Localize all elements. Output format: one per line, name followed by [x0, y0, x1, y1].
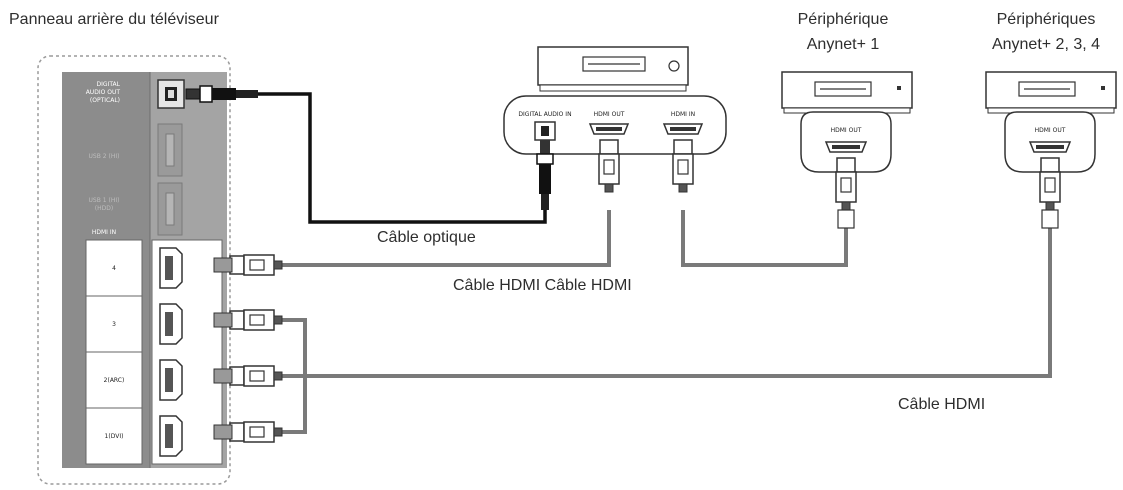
tv-hdmi-socket-4 [159, 247, 183, 289]
anynet234-device: HDMI OUT [985, 71, 1117, 173]
hdmi-plug-tv2 [229, 365, 283, 387]
receiver: DIGITAL AUDIO IN HDMI OUT HDMI IN [503, 46, 727, 155]
hdmi-plug-receiver-out [598, 139, 620, 193]
anynet1-device: HDMI OUT [781, 71, 913, 173]
hdmi-cable-label: Câble HDMI [898, 396, 986, 413]
receiver-knob [668, 60, 680, 72]
digital-audio-out-label-2: AUDIO OUT [86, 89, 121, 96]
hdmi-label-2: 2(ARC) [104, 377, 125, 384]
digital-audio-out-label-3: (OPTICAL) [90, 97, 120, 104]
anynet1-title-line1: Périphérique [797, 11, 889, 28]
tv-hdmi-socket-3 [159, 303, 183, 345]
tv-back-panel: DIGITAL AUDIO OUT (OPTICAL) USB 2 (HI) U… [37, 55, 231, 485]
hdmi-cables-pair-label: Câble HDMI Câble HDMI [453, 277, 632, 294]
tv-panel-title: Panneau arrière du téléviseur [9, 11, 219, 28]
optical-cable-label: Câble optique [377, 229, 476, 246]
hdmi-cable-tv2-anynet234 [282, 228, 1052, 378]
receiver-digital-audio-in-label: DIGITAL AUDIO IN [518, 111, 571, 118]
hdmi-cell-1 [85, 407, 143, 465]
optical-plug-tv [185, 85, 258, 103]
hdmi-plug-tv1 [229, 421, 283, 443]
usb1-label-2: (HDD) [95, 205, 113, 212]
digital-audio-out-label-1: DIGITAL [97, 81, 121, 88]
optical-cable [190, 92, 547, 224]
hdmi-cell-2 [85, 351, 143, 409]
receiver-hdmi-out-label: HDMI OUT [594, 111, 625, 118]
hdmi-label-4: 4 [112, 265, 116, 272]
anynet234-title-line1: Périphériques [996, 11, 1096, 28]
hdmi-cable-loop [282, 318, 307, 434]
anynet234-title-line2: Anynet+ 2, 3, 4 [991, 36, 1101, 53]
hdmi-plug-tv3 [229, 309, 283, 331]
hdmi-cable-tv4-receiver [282, 210, 611, 267]
hdmi-in-header: HDMI IN [92, 229, 116, 236]
cables [190, 92, 1052, 434]
hdmi-cable-receiver-anynet1 [681, 210, 848, 267]
hdmi-plug-tv4 [229, 254, 283, 276]
hdmi-cell-4 [85, 239, 143, 297]
usb1-label-1: USB 1 (HI) [89, 197, 120, 204]
hdmi-plug-anynet1 [835, 157, 857, 211]
receiver-hdmi-in-label: HDMI IN [671, 111, 695, 118]
tv-panel-outline [37, 55, 231, 485]
tv-hdmi-socket-2 [159, 359, 183, 401]
anynet1-hdmi-out-label: HDMI OUT [831, 127, 862, 134]
optical-plug-receiver [536, 140, 554, 210]
anynet234-hdmi-out-label: HDMI OUT [1035, 127, 1066, 134]
hdmi-plug-anynet234 [1039, 157, 1061, 211]
tv-hdmi-socket-1 [159, 415, 183, 457]
hdmi-label-3: 3 [112, 321, 116, 328]
anynet1-title-line2: Anynet+ 1 [806, 36, 880, 53]
hdmi-cell-3 [85, 295, 143, 353]
usb2-label: USB 2 (HI) [89, 153, 120, 160]
hdmi-label-1: 1(DVI) [105, 433, 124, 440]
hdmi-plug-receiver-in [672, 139, 694, 193]
